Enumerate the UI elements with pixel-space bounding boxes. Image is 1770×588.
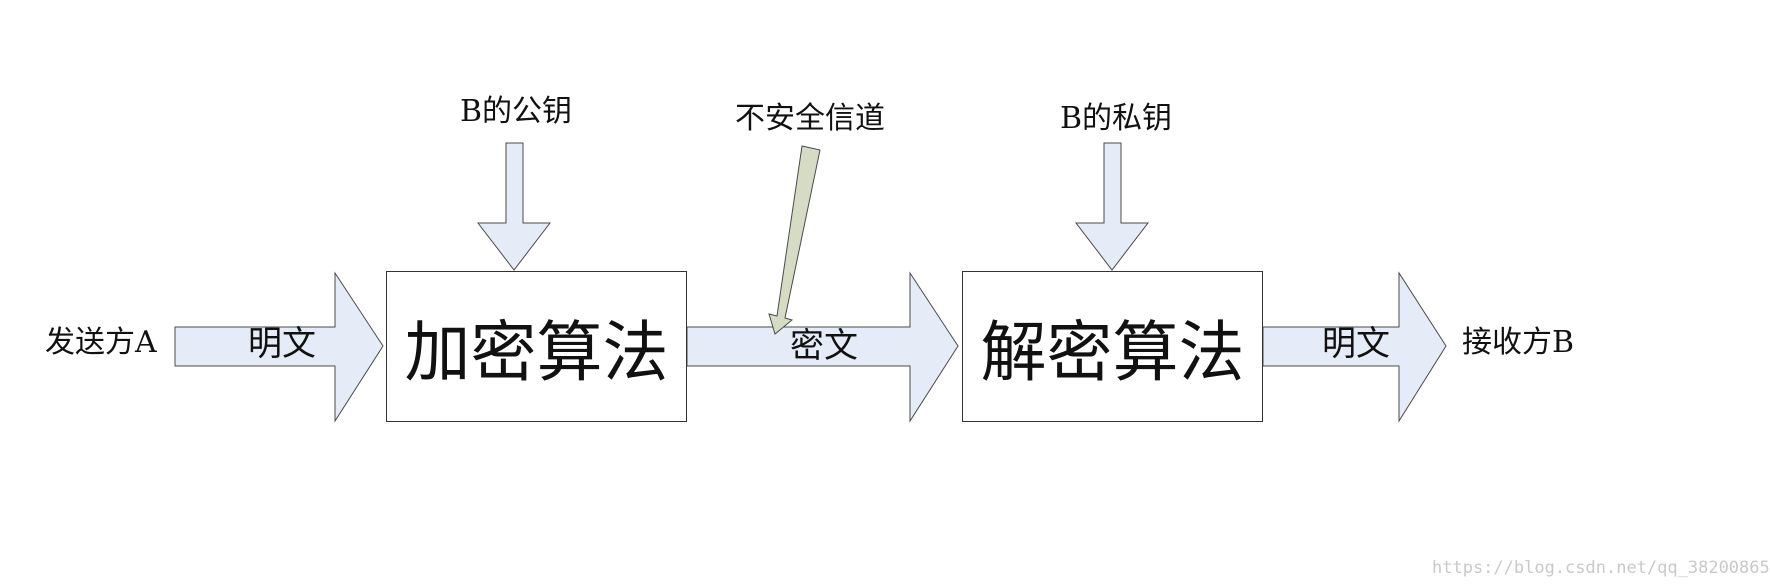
encrypt-algorithm-label: 加密算法: [404, 313, 669, 391]
plaintext-in-arrow: [174, 271, 384, 423]
sender-label: 发送方A: [45, 325, 157, 360]
encrypt-algorithm-box: 加密算法: [386, 271, 687, 422]
private-key-label: B的私钥: [1060, 101, 1173, 136]
insecure-channel-arrow: [768, 145, 821, 335]
receiver-label: 接收方B: [1462, 325, 1575, 360]
watermark: https://blog.csdn.net/qq_38200865: [1432, 558, 1770, 578]
ciphertext-label: 密文: [790, 326, 858, 366]
public-key-label: B的公钥: [460, 94, 573, 129]
plaintext-in-label: 明文: [248, 324, 316, 364]
public-key-arrow: [476, 142, 552, 271]
plaintext-out-label: 明文: [1322, 324, 1390, 364]
ciphertext-arrow: [686, 271, 959, 423]
plaintext-out-arrow: [1262, 271, 1447, 423]
decrypt-algorithm-label: 解密算法: [980, 313, 1245, 391]
decrypt-algorithm-box: 解密算法: [962, 271, 1263, 422]
private-key-arrow: [1074, 142, 1150, 271]
insecure-channel-label: 不安全信道: [735, 101, 885, 136]
